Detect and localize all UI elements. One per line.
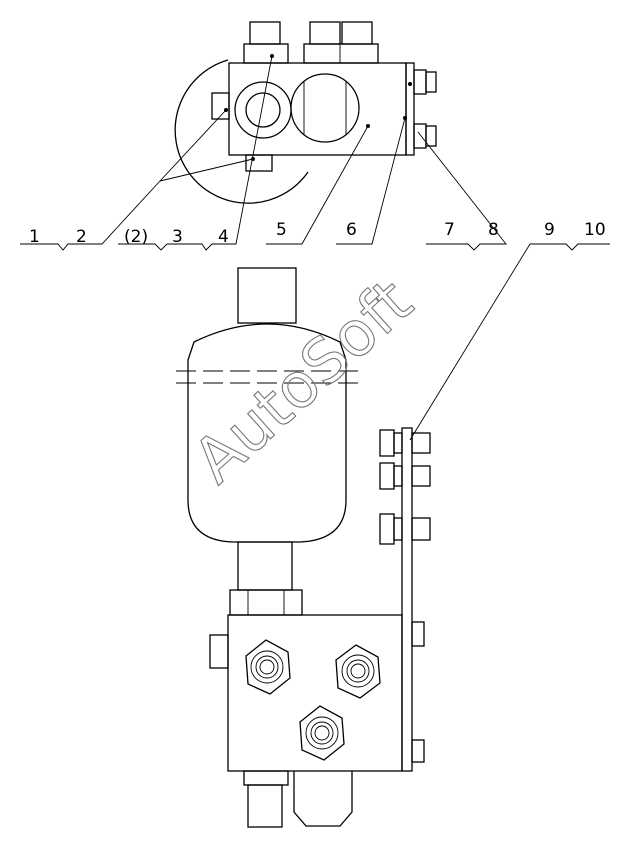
fitting-top-3 xyxy=(341,21,373,45)
label-1: 1 xyxy=(29,227,40,247)
bracket-bolts-lower xyxy=(411,621,425,763)
label-6: 6 xyxy=(346,220,357,240)
plug-bottom-top xyxy=(245,154,273,172)
fitting-top-23-base xyxy=(303,43,379,64)
bracket-bolts-upper xyxy=(379,429,431,545)
label-9: 9 xyxy=(544,220,555,240)
port-fitting-3 xyxy=(299,705,345,761)
bolt-2-washer xyxy=(413,123,427,149)
port-round-inner xyxy=(245,92,281,128)
label-8: 8 xyxy=(488,220,499,240)
bracket-plate-top xyxy=(405,62,415,156)
top-view xyxy=(174,21,437,204)
hex-nut xyxy=(229,589,303,616)
fitting-top-2 xyxy=(309,21,341,45)
front-view xyxy=(176,267,431,828)
label-4: 4 xyxy=(218,227,229,247)
accumulator-neck-bottom xyxy=(237,541,293,591)
bolt-2-head xyxy=(425,125,437,147)
plug-left-top xyxy=(211,92,230,120)
bracket-plate-front xyxy=(401,427,413,772)
label-7: 7 xyxy=(444,220,455,240)
accumulator-neck-top xyxy=(237,267,297,324)
fitting-top-1-base xyxy=(243,43,289,64)
port-round-outer xyxy=(234,81,292,139)
tank-outline-arc xyxy=(174,59,309,204)
label-2-paren: (2) xyxy=(124,227,148,247)
label-5: 5 xyxy=(276,220,287,240)
port-fitting-1 xyxy=(245,639,291,695)
accumulator-body xyxy=(187,323,347,543)
label-2: 2 xyxy=(76,227,87,247)
label-3: 3 xyxy=(172,227,183,247)
bottom-fitting-1 xyxy=(247,784,283,828)
top-leaders xyxy=(20,55,610,441)
bottom-fitting-2 xyxy=(293,771,353,827)
port-fitting-2 xyxy=(335,644,381,699)
bolt-1-head xyxy=(425,71,437,93)
plug-left-front xyxy=(209,634,229,669)
fitting-top-1 xyxy=(249,21,281,45)
label-10: 10 xyxy=(584,220,606,240)
watermark-text: AutoSoft xyxy=(179,265,426,497)
port-large xyxy=(290,73,360,143)
bottom-fitting-1-base xyxy=(243,770,289,786)
bolt-1-washer xyxy=(413,69,427,95)
